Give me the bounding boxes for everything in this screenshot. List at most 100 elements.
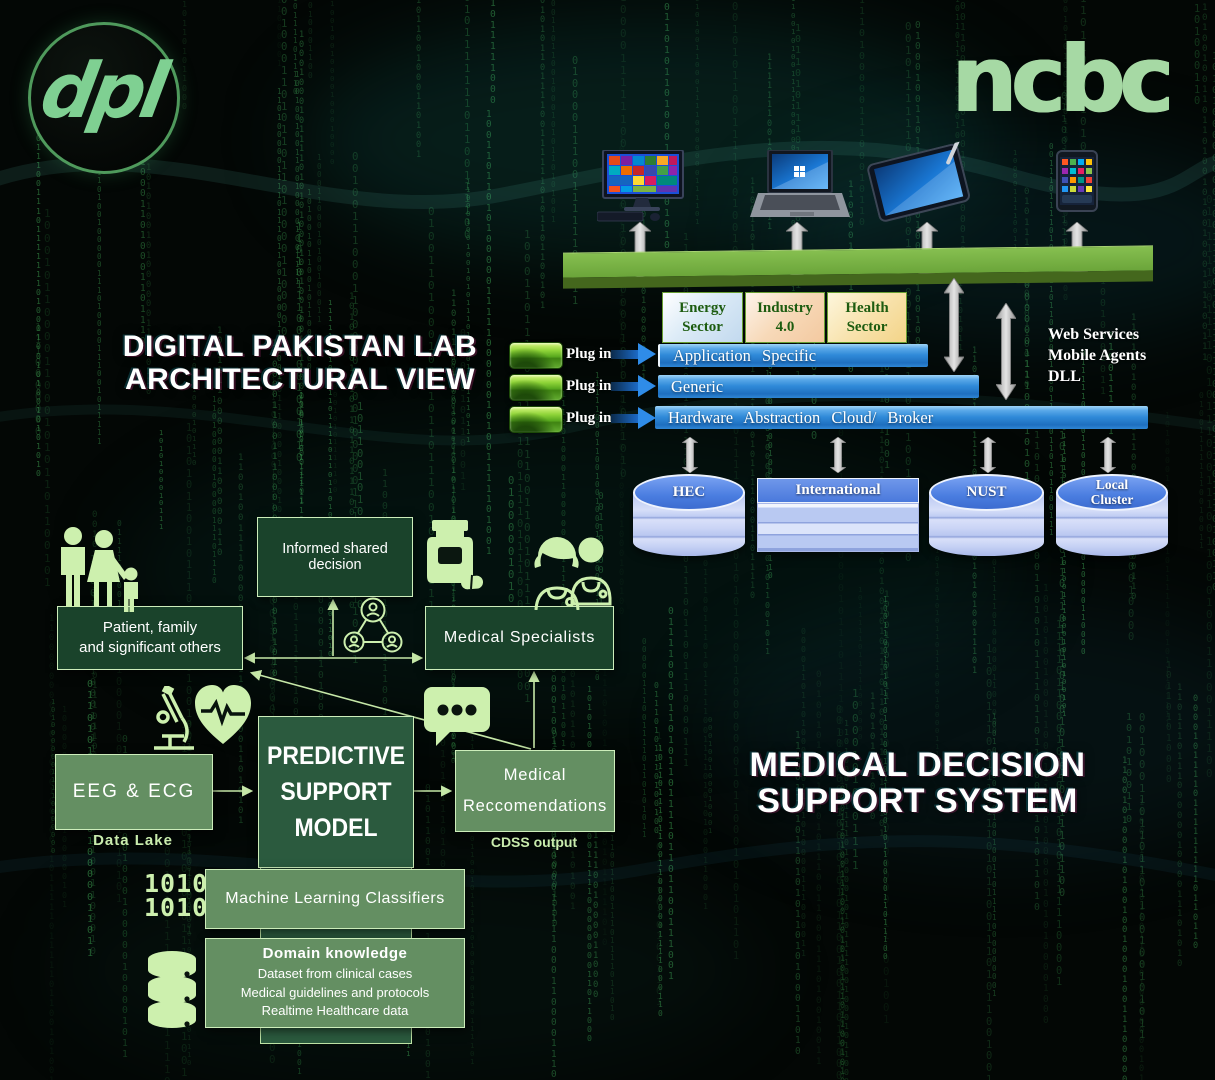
matrix-rain-column: 0 1 0 0 0 0 0 1 0 1 0 <box>508 475 515 605</box>
resource-cylinder-nust: NUST <box>929 474 1044 556</box>
matrix-rain-column: 1 1 0 1 0 0 1 1 0 0 1 0 0 0 1 1 0 1 0 1 … <box>281 0 288 338</box>
matrix-rain-column: 1 0 0 0 0 1 0 1 0 1 1 1 1 1 0 0 <box>333 366 338 495</box>
services-note-line1: Web Services <box>1048 326 1140 343</box>
matrix-rain-column: 1 0 0 0 1 0 0 0 1 1 1 <box>884 590 890 702</box>
matrix-rain-column: 1 0 1 1 0 1 1 0 0 1 0 0 0 1 1 0 1 0 0 1 <box>416 0 422 160</box>
recommendations-line2: Reccomendations <box>462 797 608 815</box>
matrix-rain-column: 1 0 1 1 0 1 0 1 0 0 0 0 <box>1166 660 1172 786</box>
right-title: MEDICAL DECISION SUPPORT SYSTEM <box>705 747 1130 820</box>
services-note-line2: Mobile Agents <box>1048 346 1147 364</box>
matrix-rain-column: 1 0 0 0 1 1 0 0 0 1 0 1 0 0 1 0 0 0 1 1 <box>317 153 322 324</box>
resource-rack-international: International <box>757 478 919 552</box>
sector-box-industry: Industry 4.0 <box>745 292 825 343</box>
predictive-line1: PREDICTIVE <box>266 741 406 770</box>
matrix-rain-column: 0 1 0 0 1 1 1 1 1 1 1 0 0 1 0 0 1 1 <box>1199 391 1204 551</box>
medical-recommendations-box: Medical Reccomendations <box>455 750 615 832</box>
matrix-rain-column: 1 1 0 0 1 0 1 0 0 0 1 0 1 0 0 1 0 0 1 0 … <box>1122 756 1128 1080</box>
matrix-rain-column: 1 1 0 1 1 1 0 1 1 1 0 0 0 0 0 0 1 0 0 0 … <box>1177 683 1183 969</box>
matrix-rain-column: 0 1 1 1 1 1 1 0 0 0 0 0 0 0 1 1 1 1 0 0 … <box>883 737 890 1026</box>
matrix-rain-column: 1 1 0 1 0 0 0 1 0 1 1 1 1 0 1 0 0 0 0 1 … <box>844 718 849 1080</box>
network-users-icon <box>343 597 403 653</box>
recommendations-line1: Medical <box>503 765 567 784</box>
matrix-rain-column: 1 1 0 0 0 1 1 1 0 0 1 1 1 1 1 1 1 0 1 0 … <box>986 643 993 1080</box>
patient-family-box: Patient, family and significant others <box>57 606 243 670</box>
right-title-line2: SUPPORT SYSTEM <box>757 781 1078 820</box>
matrix-rain-column: 1 1 0 1 0 1 1 0 1 0 1 0 0 <box>870 692 876 822</box>
plugin-button <box>509 374 563 401</box>
matrix-rain-column: 0 0 0 0 0 1 1 1 0 0 1 1 1 1 0 1 1 0 1 0 … <box>642 637 647 839</box>
matrix-rain-column: 0 0 1 0 0 1 0 0 1 1 1 0 1 1 0 0 0 0 0 1 <box>277 0 282 69</box>
smartphone-icon <box>1056 150 1098 212</box>
tablet-icon <box>866 138 979 227</box>
patient-line1: Patient, family <box>102 618 198 636</box>
matrix-rain-column: 0 1 1 1 0 1 0 1 1 1 0 1 0 0 1 0 0 <box>654 680 659 835</box>
cylinder-top: HEC <box>633 474 745 511</box>
plugin-arrow-head <box>638 375 656 397</box>
matrix-rain-column: 1 0 0 1 0 0 1 0 0 1 1 0 0 1 0 0 0 0 1 0 … <box>295 70 300 286</box>
matrix-rain-column: 0 1 1 1 0 1 0 1 0 1 1 1 1 1 0 0 0 <box>490 0 496 106</box>
matrix-rain-column: 1 1 0 1 0 1 1 1 0 0 0 0 0 0 1 0 0 1 0 1 … <box>296 221 303 464</box>
matrix-rain-column: 1 0 1 0 1 0 0 1 0 1 0 0 0 0 0 0 1 1 0 1 … <box>146 163 152 397</box>
plugin-arrow-head <box>638 343 656 365</box>
matrix-rain-column: 1 0 0 1 0 1 0 0 1 0 0 0 1 1 0 0 1 1 1 1 … <box>1043 583 1049 1026</box>
matrix-rain-column: 1 0 1 0 0 0 1 0 1 0 1 1 0 0 1 1 1 1 1 0 … <box>732 0 739 268</box>
rack-bands <box>757 503 919 552</box>
eeg-ecg-box: EEG & ECG <box>55 754 213 830</box>
data-lake-label: Data Lake <box>93 832 173 849</box>
matrix-rain-column: 1 1 0 1 0 0 0 0 0 1 0 0 0 0 1 1 1 0 1 1 … <box>212 395 217 586</box>
plugin-arrow <box>611 382 640 391</box>
matrix-rain-column: 0 0 1 1 0 1 1 0 0 1 0 0 0 1 0 1 0 1 1 0 … <box>551 0 556 224</box>
matrix-rain-column: 1 0 1 0 0 0 0 0 0 1 1 1 1 0 0 0 0 0 0 0 <box>51 698 56 855</box>
matrix-rain-column: 1 0 1 1 0 1 1 1 0 1 1 0 0 1 1 0 0 0 0 0 … <box>658 744 663 1019</box>
cylinder-top: NUST <box>929 474 1044 511</box>
informed-decision-box: Informed shared decision <box>257 517 413 597</box>
matrix-rain-column: 1 0 0 0 1 1 1 0 0 1 0 1 0 0 0 1 1 0 <box>1194 0 1201 108</box>
domain-line2: Medical guidelines and protocols <box>240 984 430 1000</box>
matrix-rain-column: 0 0 0 1 1 0 1 0 0 1 1 1 0 0 1 0 1 0 1 0 … <box>840 784 846 1080</box>
left-title-line2: ARCHITECTURAL VIEW <box>124 363 476 396</box>
matrix-rain-column: 1 1 1 1 0 0 1 1 0 1 0 0 1 1 1 0 1 1 0 1 … <box>839 765 845 1080</box>
matrix-rain-column: 0 1 0 1 0 1 1 0 1 1 1 1 0 0 1 1 1 1 1 1 … <box>540 0 546 311</box>
matrix-rain-column: 1 1 0 0 0 0 0 0 0 0 0 1 0 1 1 0 0 0 1 0 … <box>49 614 55 1080</box>
matrix-rain-column: 1 1 0 0 1 1 0 1 0 1 0 1 1 0 1 1 0 0 0 1 … <box>1139 798 1145 1080</box>
matrix-rain-column: 1 0 1 0 1 0 0 0 0 0 0 0 0 1 0 0 1 1 1 0 … <box>1212 51 1215 593</box>
matrix-rain-column: 1 0 1 1 1 1 1 0 1 1 1 1 1 0 0 0 0 0 0 <box>858 585 863 742</box>
ncbc-logo: ncbc <box>951 26 1174 133</box>
microscope-icon <box>154 686 194 750</box>
matrix-rain-column: 1 0 0 1 1 1 1 0 0 0 0 0 0 1 1 0 0 0 0 0 … <box>217 326 223 558</box>
heart-pulse-icon <box>195 685 251 744</box>
predictive-support-model-box: PREDICTIVE SUPPORT MODEL <box>258 716 414 868</box>
matrix-rain-column: 1 0 0 0 0 1 0 1 0 1 0 1 1 1 1 <box>852 687 859 873</box>
plugin-arrow-head <box>638 407 656 429</box>
family-icon <box>61 527 138 612</box>
matrix-rain-column: 0 0 0 1 0 0 1 0 0 0 1 0 0 0 1 <box>708 715 713 836</box>
desktop-computer-icon <box>597 150 684 222</box>
matrix-rain-column: 0 0 1 0 1 0 1 1 0 1 0 1 1 0 0 0 <box>182 0 187 112</box>
teal-glow <box>700 600 1215 860</box>
binary-code-icon: 1010 1010 <box>144 871 207 919</box>
matrix-rain-column: 1 0 1 0 1 0 0 1 1 0 <box>1126 712 1133 825</box>
dpl-logo: dpl <box>28 22 180 174</box>
matrix-rain-column: 0 0 0 0 1 0 1 1 1 1 0 1 1 1 1 1 1 1 1 1 … <box>1193 694 1199 952</box>
matrix-rain-column: 1 0 0 1 1 0 1 1 0 1 0 1 0 0 0 0 0 1 1 1 … <box>486 109 492 558</box>
dpl-logo-text: dpl <box>34 45 171 135</box>
matrix-rain-column: 1 0 1 1 1 0 1 0 1 1 0 1 0 0 1 0 0 1 1 0 … <box>1202 0 1208 363</box>
database-stack-icon <box>148 951 196 1028</box>
matrix-rain-column: 1 1 1 1 0 1 1 0 0 0 1 0 1 1 0 0 0 1 0 1 … <box>1056 619 1063 989</box>
patient-line2: and significant others <box>79 639 221 656</box>
matrix-rain-column: 1 0 0 1 0 0 1 0 0 0 0 0 1 0 0 1 0 0 1 1 … <box>992 712 997 998</box>
layer-bar-application-specific: Application Specific <box>658 344 928 367</box>
matrix-rain-column: 0 1 1 1 1 0 1 0 0 0 0 0 1 1 1 0 0 0 1 0 … <box>859 0 865 229</box>
matrix-rain-column: 1 1 1 0 0 1 1 0 1 0 1 1 0 1 0 1 0 1 1 0 … <box>795 730 801 1057</box>
predictive-line2: SUPPORT <box>280 777 392 806</box>
predictive-line3: MODEL <box>294 814 378 843</box>
plugin-button <box>509 342 563 369</box>
services-note: Web Services Mobile Agents DLL <box>1048 325 1146 387</box>
domain-title: Domain knowledge <box>262 944 408 962</box>
matrix-rain-column: 0 0 1 0 0 1 0 1 0 0 0 1 1 0 0 1 0 1 1 1 … <box>816 670 822 1067</box>
laptop-icon <box>750 150 850 217</box>
matrix-rain-column: 1 0 1 0 0 0 0 1 1 1 0 1 0 1 1 1 0 1 1 1 … <box>1165 410 1170 729</box>
plugin-button <box>509 406 563 433</box>
